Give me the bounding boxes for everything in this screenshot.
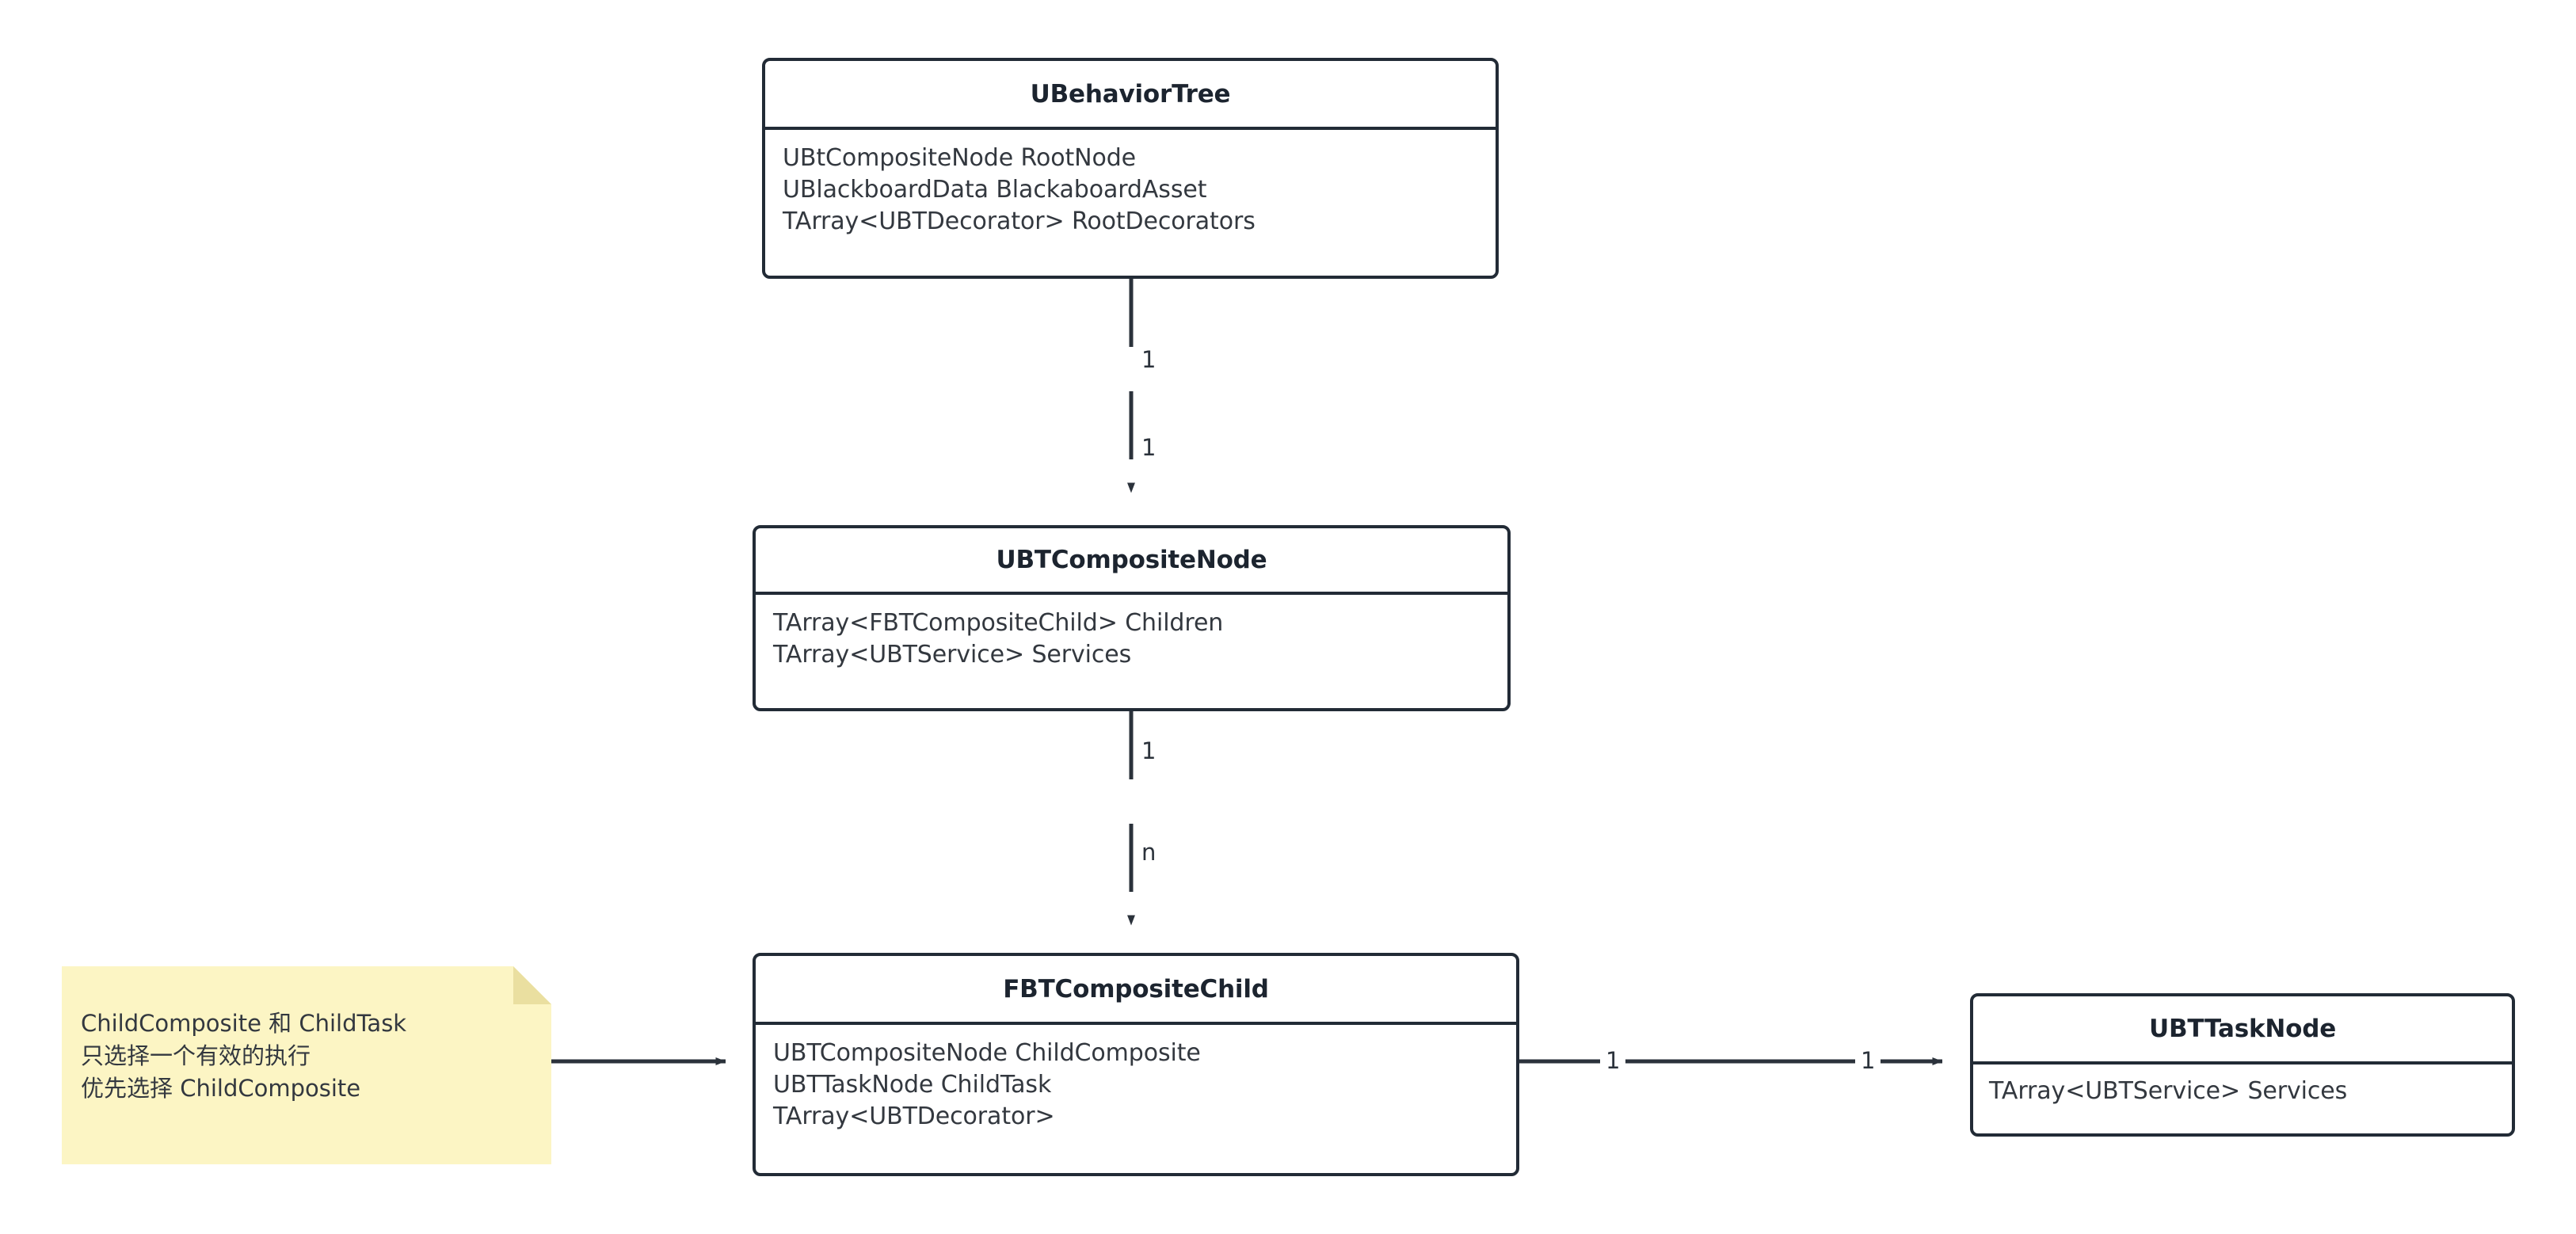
class-title-fbtcompositechild: FBTCompositeChild — [1003, 974, 1269, 1004]
note-line: ChildComposite 和 ChildTask — [81, 1010, 407, 1037]
class-box-ubtcompositenode[interactable]: UBTCompositeNode TArray<FBTCompositeChil… — [753, 525, 1511, 711]
edge-label-composite-source-multiplicity: 1 — [1136, 737, 1162, 765]
class-box-fbtcompositechild[interactable]: FBTCompositeChild UBTCompositeNode Child… — [753, 953, 1519, 1176]
note-background — [62, 966, 551, 1164]
class-divider — [756, 1022, 1516, 1025]
edge-label-task-target-multiplicity: 1 — [1855, 1047, 1881, 1075]
attribute-row: UBlackboardData BlackaboardAsset — [783, 176, 1207, 204]
edge-label-bt-target-multiplicity: 1 — [1136, 434, 1162, 462]
attribute-row: UBTCompositeNode ChildComposite — [773, 1039, 1201, 1067]
class-title-ubehaviortree: UBehaviorTree — [1030, 79, 1231, 109]
attribute-row: UBtCompositeNode RootNode — [783, 144, 1137, 172]
attribute-row: TArray<FBTCompositeChild> Children — [773, 609, 1224, 637]
note-text: ChildComposite 和 ChildTask 只选择一个有效的执行 优先… — [81, 1007, 524, 1105]
note-line: 只选择一个有效的执行 — [81, 1042, 311, 1069]
class-box-ubehaviortree[interactable]: UBehaviorTree UBtCompositeNode RootNode … — [762, 58, 1499, 279]
class-attributes-ubehaviortree: UBtCompositeNode RootNode UBlackboardDat… — [765, 130, 1496, 279]
attribute-row: TArray<UBTService> Services — [773, 641, 1132, 668]
class-title-ubtcompositenode: UBTCompositeNode — [996, 546, 1267, 574]
edge-label-task-source-multiplicity: 1 — [1600, 1047, 1626, 1075]
note-fold-corner-icon — [513, 966, 551, 1004]
note-child-selection[interactable]: ChildComposite 和 ChildTask 只选择一个有效的执行 优先… — [62, 966, 551, 1164]
class-divider — [765, 127, 1496, 130]
class-box-ubttasknode[interactable]: UBTTaskNode TArray<UBTService> Services — [1970, 993, 2515, 1137]
edge-label-bt-source-multiplicity: 1 — [1136, 346, 1162, 374]
class-attributes-ubttasknode: TArray<UBTService> Services — [1973, 1065, 2512, 1140]
attribute-row: TArray<UBTDecorator> RootDecorators — [783, 208, 1256, 235]
class-divider — [756, 592, 1507, 595]
class-attributes-ubtcompositenode: TArray<FBTCompositeChild> Children TArra… — [756, 595, 1507, 711]
class-attributes-fbtcompositechild: UBTCompositeNode ChildComposite UBTTaskN… — [756, 1025, 1516, 1176]
note-line: 优先选择 ChildComposite — [81, 1075, 361, 1102]
attribute-row: TArray<UBTService> Services — [1989, 1077, 2348, 1105]
class-title-ubttasknode: UBTTaskNode — [2148, 1015, 2337, 1043]
attribute-row: UBTTaskNode ChildTask — [773, 1071, 1052, 1099]
class-divider — [1973, 1061, 2512, 1065]
edge-label-composite-target-multiplicity: n — [1136, 839, 1162, 866]
attribute-row: TArray<UBTDecorator> — [773, 1103, 1055, 1130]
